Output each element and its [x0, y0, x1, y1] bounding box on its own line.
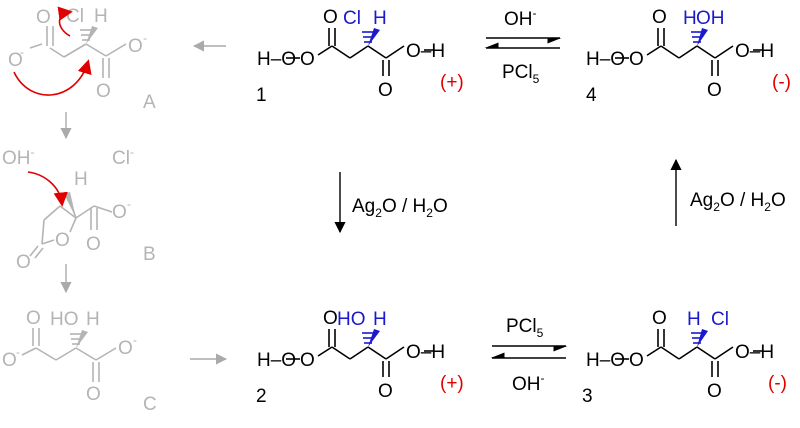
svg-text:O: O [378, 381, 393, 402]
label-b: B [143, 244, 156, 265]
c3-ho: H–O [586, 350, 625, 371]
c3-number: 3 [582, 386, 593, 407]
c1-cl: Cl [343, 8, 361, 29]
reagent-ag2o-3-4: Ag2O / H2O [690, 190, 786, 214]
c1-o-ester: O [300, 49, 315, 70]
c2-ho: H–O [257, 350, 296, 371]
c2-oh: O–H [406, 342, 445, 363]
b-chloride: Cl- [112, 145, 134, 169]
reagent-oh-1-4: OH- [504, 6, 537, 30]
intermediate-b: OH- Cl- H O O O - O B [2, 145, 156, 273]
c1-ho: H–O [257, 49, 296, 70]
c1-o-top: O [323, 7, 338, 28]
svg-text:-: - [143, 31, 147, 45]
c3-rotation: (-) [768, 373, 787, 394]
arrow-3-4: Ag2O / H2O [670, 158, 786, 226]
c1-number: 1 [256, 85, 267, 106]
svg-text:O: O [16, 252, 31, 273]
svg-text:O: O [629, 350, 644, 371]
svg-text:O: O [112, 202, 127, 223]
svg-text:O: O [707, 80, 722, 101]
svg-text:O: O [707, 381, 722, 402]
compound-1: H–O O O O O–H Cl H (+) 1 [256, 7, 464, 106]
intermediate-a: O O - Cl H O - O A [8, 6, 156, 113]
svg-text:-: - [127, 197, 131, 211]
reagent-oh-3-2: OH- [512, 371, 545, 395]
label-c: C [143, 394, 157, 415]
arrows-1-4: OH- PCl5 [484, 6, 562, 86]
svg-text:O: O [629, 49, 644, 70]
c2-number: 2 [256, 386, 267, 407]
b-hydroxide: OH- [2, 145, 35, 169]
reagent-pcl5-2-3: PCl5 [506, 316, 544, 340]
svg-text:O: O [86, 234, 101, 255]
svg-text:O: O [96, 81, 111, 102]
svg-text:O: O [118, 338, 133, 359]
svg-text:O: O [55, 230, 70, 251]
svg-text:O: O [26, 308, 41, 329]
c3-cl: Cl [711, 309, 729, 330]
svg-text:O: O [36, 7, 51, 28]
label-a: A [143, 92, 156, 113]
c4-number: 4 [586, 85, 597, 106]
svg-text:-: - [133, 333, 137, 347]
intermediate-c: O O - HO H O - O C [2, 308, 157, 415]
compound-3: H–O O O O O–H H Cl (-) 3 [582, 308, 787, 407]
c1-h: H [373, 8, 387, 29]
compound-2: H–O O O O O–H HO H (+) 2 [256, 308, 464, 407]
arrows-2-3: PCl5 OH- [490, 316, 568, 395]
compound-4: H–O O O O O–H H OH (-) 4 [586, 7, 791, 106]
c2-ho-substituent: HO [337, 309, 366, 330]
c1-rotation: (+) [440, 72, 464, 93]
c4-ho: H–O [586, 49, 625, 70]
mechanism-arrows [60, 40, 228, 365]
svg-text:-: - [16, 345, 20, 359]
c3-oh: O–H [735, 342, 774, 363]
c4-h: H [683, 8, 697, 29]
reagent-ag2o-1-2: Ag2O / H2O [352, 196, 448, 220]
reagent-pcl5-4-1: PCl5 [502, 62, 540, 86]
b-h: H [74, 169, 88, 190]
svg-text:O: O [652, 308, 667, 329]
c4-oh: O–H [735, 41, 774, 62]
svg-text:O: O [2, 350, 17, 371]
svg-text:O: O [86, 384, 101, 405]
svg-text:O: O [652, 7, 667, 28]
c4-rotation: (-) [772, 72, 791, 93]
svg-text:O: O [300, 350, 315, 371]
svg-text:O: O [323, 308, 338, 329]
c4-oh-substituent: OH [696, 8, 725, 29]
arrow-1-2: Ag2O / H2O [334, 172, 448, 234]
a-cl: Cl [66, 6, 84, 27]
c-h: H [86, 309, 100, 330]
svg-text:O: O [128, 36, 143, 57]
c-ho: HO [50, 309, 79, 330]
c2-rotation: (+) [440, 373, 464, 394]
svg-text:O: O [8, 50, 23, 71]
c3-h: H [687, 309, 701, 330]
c2-h: H [373, 309, 387, 330]
c1-oh: O–H [406, 41, 445, 62]
c1-o-bottom: O [378, 80, 393, 101]
a-h: H [94, 6, 108, 27]
svg-text:-: - [20, 45, 24, 59]
